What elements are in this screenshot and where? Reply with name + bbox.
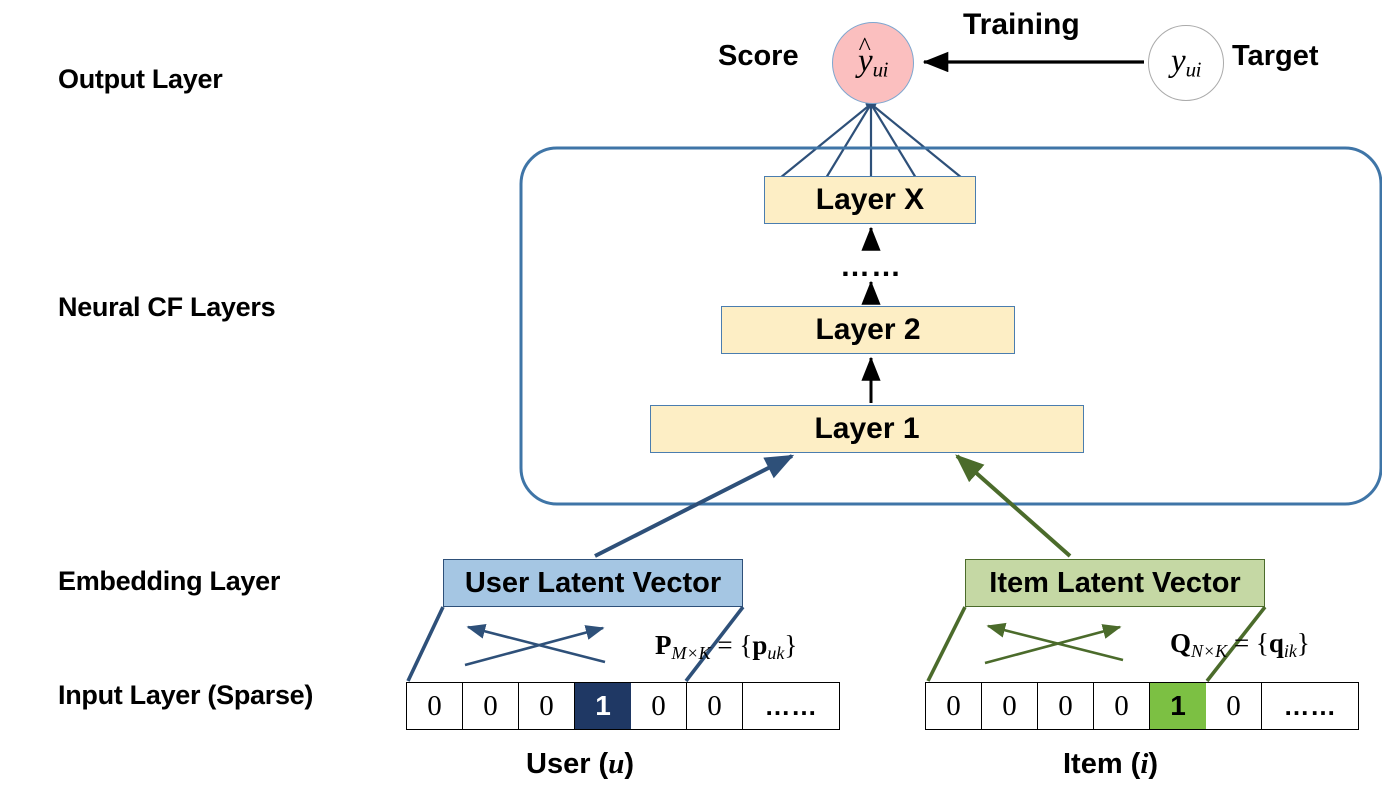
p-vector-subscript: uk — [767, 643, 785, 664]
user-latent-vector-box: User Latent Vector — [443, 559, 743, 607]
input-cell-ellipsis: …… — [1283, 690, 1337, 721]
cf-layer-box-x: Layer X — [764, 176, 976, 224]
target-value-node: yui — [1148, 25, 1224, 101]
side-label-neural-cf-layers: Neural CF Layers — [58, 292, 276, 322]
input-cell: 0 — [519, 683, 575, 729]
p-matrix-dims: M×K — [671, 643, 711, 664]
hat-accent: ^ — [858, 32, 871, 62]
target-base-symbol: y — [1171, 43, 1186, 80]
item-embedding-to-layer1 — [955, 454, 1072, 558]
score-base-symbol: y — [858, 43, 873, 80]
side-label-output-layer: Output Layer — [58, 64, 223, 94]
cf-layer-ellipsis: …… — [840, 250, 902, 283]
cf-layer-box-1: Layer 1 — [650, 405, 1084, 453]
input-cell: 0 — [1038, 683, 1094, 729]
q-matrix-dims: N×K — [1191, 641, 1228, 662]
target-formula: yui — [1171, 43, 1202, 82]
q-vector-symbol: q — [1268, 628, 1284, 658]
predicted-score-formula: ^yui — [858, 34, 889, 82]
q-close-brace: } — [1296, 628, 1310, 658]
q-matrix-symbol: Q — [1170, 628, 1192, 658]
item-caption-prefix: Item ( — [1063, 748, 1141, 780]
input-cell: 0 — [1094, 683, 1150, 729]
score-label: Score — [718, 40, 799, 72]
input-cell: 0 — [1206, 683, 1262, 729]
input-cell: 0 — [926, 683, 982, 729]
item-caption-suffix: ) — [1148, 748, 1159, 780]
user-embedding-matrix-formula: PM×K = {puk} — [655, 630, 797, 664]
input-cell-ellipsis: …… — [764, 690, 818, 721]
input-cell: 0 — [687, 683, 743, 729]
cf-layer-box-2: Layer 2 — [721, 306, 1015, 354]
input-cell: 0 — [631, 683, 687, 729]
input-cell: 0 — [407, 683, 463, 729]
user-caption-prefix: User ( — [526, 748, 609, 780]
q-vector-subscript: ik — [1283, 641, 1297, 662]
item-caption: Item (i) — [1063, 748, 1158, 781]
user-caption-variable: u — [608, 748, 625, 780]
item-latent-vector-box: Item Latent Vector — [965, 559, 1265, 607]
target-label: Target — [1232, 40, 1319, 72]
p-vector-symbol: p — [752, 630, 768, 660]
item-caption-variable: i — [1140, 748, 1149, 780]
p-matrix-equals: = { — [710, 630, 753, 660]
user-caption: User (u) — [526, 748, 634, 781]
side-label-input-layer: Input Layer (Sparse) — [58, 680, 314, 710]
q-matrix-equals: = { — [1227, 628, 1269, 658]
user-embedding-to-layer1 — [594, 454, 795, 558]
item-lookup-cross-arrows — [984, 622, 1124, 665]
input-cell: 0 — [982, 683, 1038, 729]
predicted-score-node: ^yui — [832, 22, 914, 104]
item-embedding-matrix-formula: QN×K = {qik} — [1170, 628, 1310, 662]
user-caption-suffix: ) — [624, 748, 635, 780]
input-cell-active: 1 — [1150, 683, 1206, 729]
training-label: Training — [963, 8, 1080, 41]
target-subscript: ui — [1185, 57, 1202, 82]
p-close-brace: } — [784, 630, 798, 660]
output-fan-connections — [779, 97, 963, 179]
side-label-embedding-layer: Embedding Layer — [58, 566, 281, 596]
score-subscript: ui — [872, 57, 889, 82]
p-matrix-symbol: P — [655, 630, 672, 660]
user-lookup-cross-arrows — [464, 623, 606, 667]
input-cell: 0 — [463, 683, 519, 729]
input-cell-active: 1 — [575, 683, 631, 729]
